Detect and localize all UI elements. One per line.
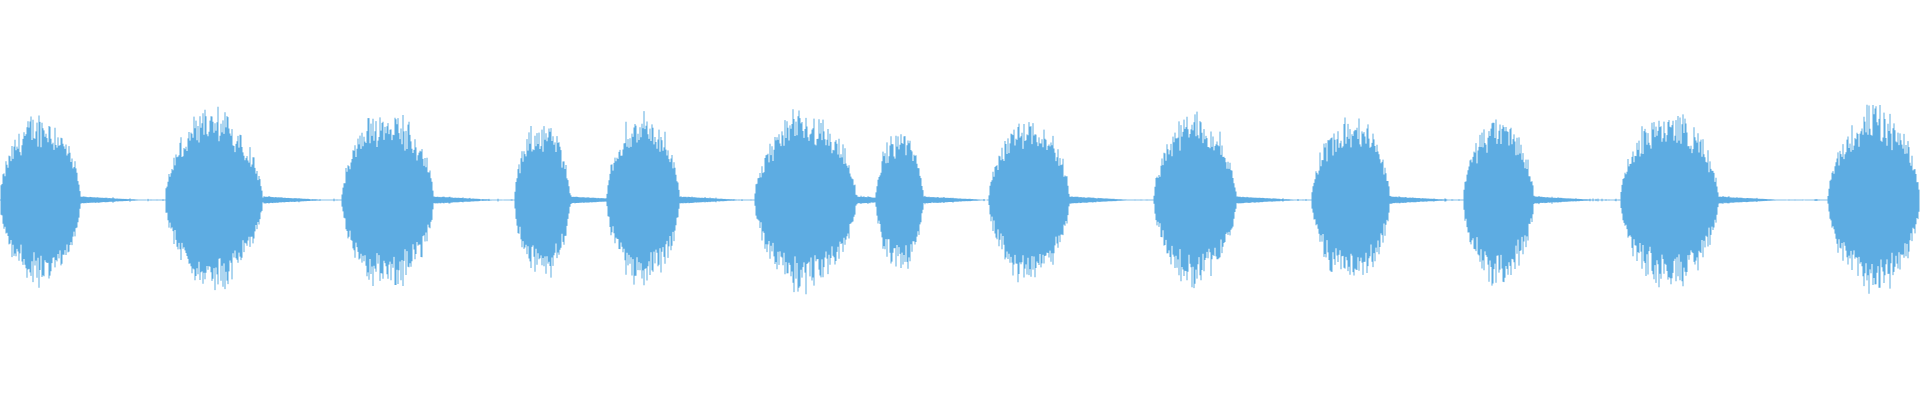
waveform-trace <box>0 104 1920 295</box>
waveform-samples <box>0 104 1920 295</box>
